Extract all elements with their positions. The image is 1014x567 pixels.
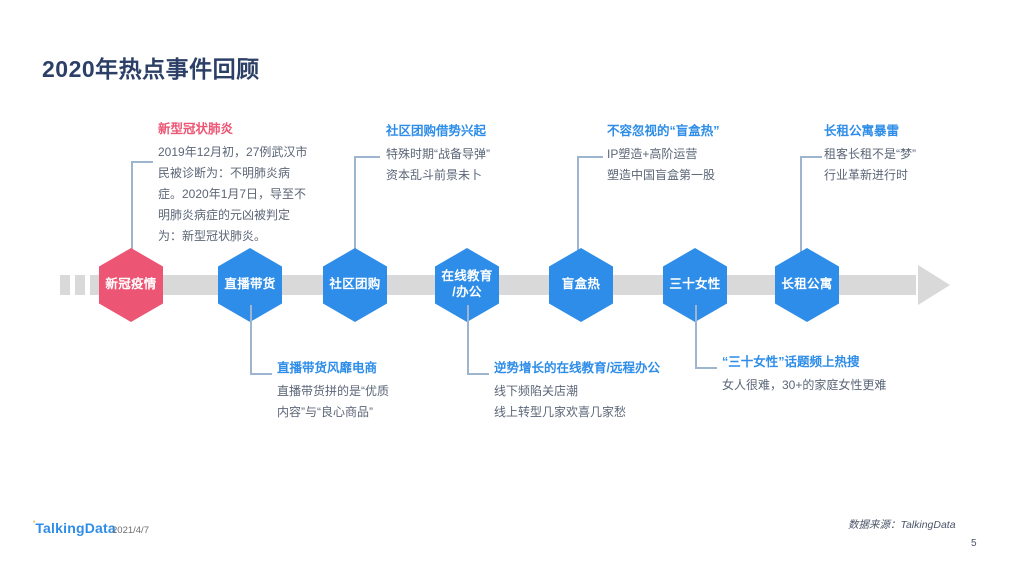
annotation-bottom-2-heading: 逆势增长的在线教育/远程办公 <box>494 361 660 375</box>
timeline-arrow-icon <box>918 265 950 305</box>
annotation-top-3-heading: 不容忽视的“盲盒热” <box>607 124 720 138</box>
footer-date: 2021/4/7 <box>112 525 149 536</box>
annotation-bottom-3-heading: “三十女性”话题频上热搜 <box>722 355 860 369</box>
connector-bottom-2-horizontal <box>467 373 489 375</box>
timeline-node-5[interactable]: 盲盒热 <box>549 248 613 322</box>
connector-bottom-2-vertical <box>467 305 469 373</box>
annotation-top-3: 不容忽视的“盲盒热” IP塑造+高阶运营 塑造中国盲盒第一股 <box>607 122 857 186</box>
connector-top-2-vertical <box>354 156 356 267</box>
annotation-top-2-line-1: 特殊时期“战备导弹” <box>386 146 490 161</box>
annotation-top-4-heading: 长租公寓暴雷 <box>824 124 900 138</box>
connector-bottom-3-vertical <box>695 305 697 367</box>
annotation-top-3-line-1: IP塑造+高阶运营 <box>607 146 698 161</box>
timeline-node-7-label: 长租公寓 <box>781 277 833 292</box>
timeline-node-1-label: 新冠疫情 <box>105 277 157 292</box>
annotation-top-1-line-1: 2019年12月初，27例武汉市民被诊断为：不明肺炎病症。2020年1月7日，导… <box>158 144 308 243</box>
talkingdata-logo: 'TalkingData <box>33 519 116 536</box>
timeline-node-7[interactable]: 长租公寓 <box>775 248 839 322</box>
timeline-node-1[interactable]: 新冠疫情 <box>99 248 163 322</box>
annotation-top-2: 社区团购借势兴起 特殊时期“战备导弹” 资本乱斗前景未卜 <box>386 122 636 186</box>
connector-top-4-horizontal <box>800 156 822 158</box>
timeline-dash-left-2 <box>75 275 85 295</box>
connector-bottom-1-horizontal <box>250 373 272 375</box>
connector-bottom-3-horizontal <box>695 367 717 369</box>
timeline-node-6-label: 三十女性 <box>669 277 721 292</box>
timeline-node-3[interactable]: 社区团购 <box>323 248 387 322</box>
timeline-node-4[interactable]: 在线教育 /办公 <box>435 248 499 322</box>
timeline-dash-right-1 <box>850 275 868 295</box>
timeline-node-4-label: 在线教育 /办公 <box>441 269 493 299</box>
connector-top-2-horizontal <box>354 156 380 158</box>
annotation-top-4-line-2: 行业革新进行时 <box>824 167 909 182</box>
annotation-top-2-line-2: 资本乱斗前景未卜 <box>386 167 483 182</box>
connector-bottom-1-vertical <box>250 305 252 373</box>
annotation-bottom-1-line-2: 内容”与“良心商品” <box>277 404 373 419</box>
annotation-bottom-1-line-1: 直播带货拼的是“优质 <box>277 383 389 398</box>
connector-top-3-vertical <box>577 156 579 267</box>
annotation-bottom-2: 逆势增长的在线教育/远程办公 线下频陷关店潮 线上转型几家欢喜几家愁 <box>494 359 764 423</box>
annotation-top-1-heading: 新型冠状肺炎 <box>158 122 234 136</box>
page-number: 5 <box>971 538 977 549</box>
timeline-dash-right-2 <box>873 275 889 295</box>
annotation-top-2-heading: 社区团购借势兴起 <box>386 124 487 138</box>
annotation-bottom-1: 直播带货风靡电商 直播带货拼的是“优质 内容”与“良心商品” <box>277 359 527 423</box>
annotation-top-4-line-1: 租客长租不是“梦” <box>824 146 916 161</box>
annotation-top-1: 新型冠状肺炎 2019年12月初，27例武汉市民被诊断为：不明肺炎病症。2020… <box>158 120 310 247</box>
annotation-bottom-2-line-1: 线下频陷关店潮 <box>494 383 579 398</box>
timeline-dash-left-1 <box>60 275 70 295</box>
annotation-top-4: 长租公寓暴雷 租客长租不是“梦” 行业革新进行时 <box>824 122 1014 186</box>
timeline-node-5-label: 盲盒热 <box>561 277 601 292</box>
annotation-bottom-2-line-2: 线上转型几家欢喜几家愁 <box>494 404 627 419</box>
data-source-note: 数据来源：TalkingData <box>848 519 956 531</box>
timeline-node-2-label: 直播带货 <box>224 277 276 292</box>
connector-top-1-horizontal <box>131 161 153 163</box>
timeline-node-2[interactable]: 直播带货 <box>218 248 282 322</box>
annotation-bottom-3-line-1: 女人很难，30+的家庭女性更难 <box>722 377 887 392</box>
page-title: 2020年热点事件回顾 <box>42 56 260 82</box>
annotation-bottom-3: “三十女性”话题频上热搜 女人很难，30+的家庭女性更难 <box>722 353 982 396</box>
timeline-dash-left-3 <box>90 275 100 295</box>
connector-top-3-horizontal <box>577 156 603 158</box>
logo-tick-icon: ' <box>33 519 36 529</box>
timeline-dash-right-3 <box>894 275 910 295</box>
timeline-node-3-label: 社区团购 <box>329 277 381 292</box>
annotation-top-3-line-2: 塑造中国盲盒第一股 <box>607 167 716 182</box>
connector-top-1-vertical <box>131 161 133 267</box>
annotation-bottom-1-heading: 直播带货风靡电商 <box>277 361 378 375</box>
logo-text: TalkingData <box>35 520 116 536</box>
connector-top-4-vertical <box>800 156 802 267</box>
